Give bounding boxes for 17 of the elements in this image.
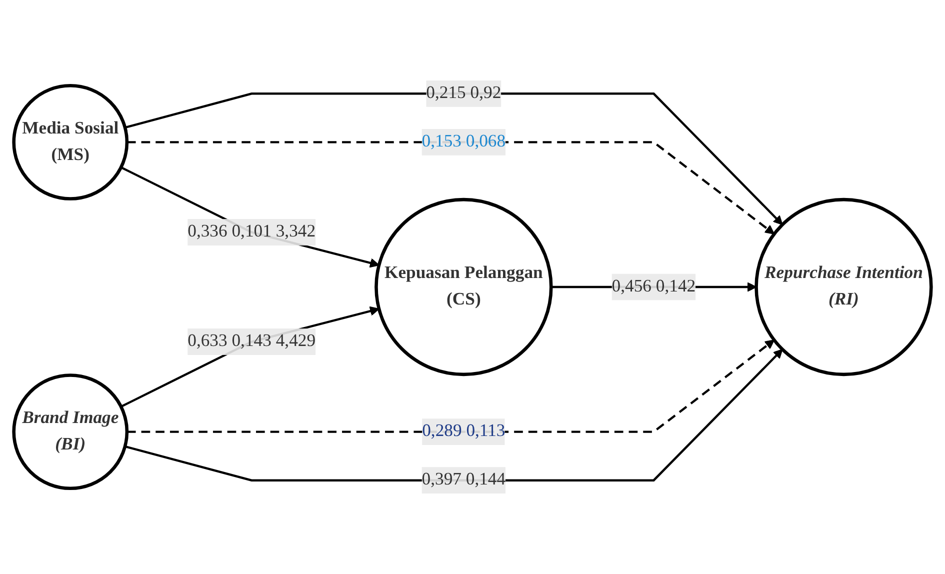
arrow [126,340,775,433]
arrow [124,348,783,482]
node-circle: Brand Image (BI) [12,374,129,490]
node-circle: Repurchase Intention (RI) [754,198,933,376]
edge-label: 0,633 0,143 4,429 [188,332,316,351]
arrow [126,141,775,234]
node-circle: Media Sosial (MS) [12,84,129,200]
arrow [120,306,380,408]
arrow [124,92,783,226]
edge-label: 0,336 0,101 3,342 [188,222,316,242]
edge-label: 0,215 0,92 [426,84,502,102]
edge-label: 0,397 0,144 [422,470,506,490]
node-circle: Kepuasan Pelanggan (CS) [374,198,553,376]
edge-label: 0,456 0,142 [612,277,696,296]
edge-label: 0,289 0,113 [422,422,506,441]
edge-label: 0,153 0,068 [422,132,506,152]
arrow [120,166,380,268]
